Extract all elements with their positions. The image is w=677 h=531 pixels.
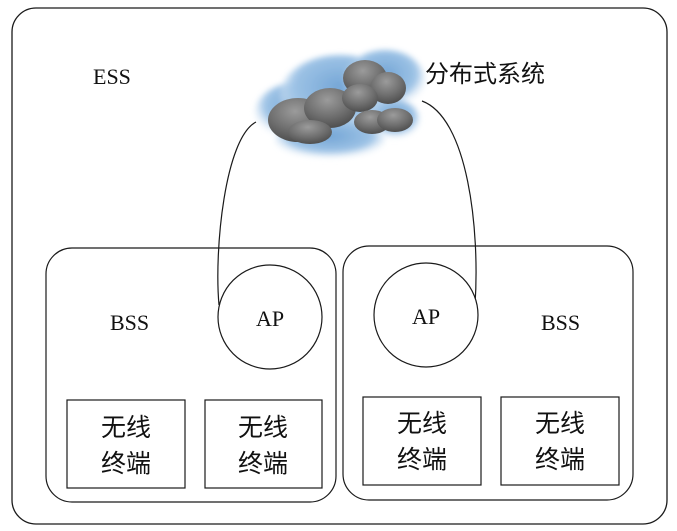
- bss-left-label: BSS: [110, 310, 149, 335]
- bss-right-label: BSS: [541, 310, 580, 335]
- bss-left: BSS AP 无线 终端 无线 终端: [45, 247, 337, 503]
- terminal-line2: 终端: [397, 445, 447, 474]
- ess-label: ESS: [93, 64, 131, 89]
- terminal-box: 无线 终端: [362, 396, 482, 486]
- terminal-box: 无线 终端: [66, 399, 186, 489]
- terminal-line1: 无线: [397, 409, 447, 438]
- ess-boundary: [11, 7, 668, 525]
- bss-right-boundary: [342, 245, 634, 501]
- terminal-line1: 无线: [238, 413, 288, 442]
- terminal-line1: 无线: [535, 409, 585, 438]
- terminal-line1: 无线: [101, 413, 151, 442]
- cloud-icon: [255, 50, 425, 160]
- ap-left-circle: [217, 264, 323, 370]
- terminal-line2: 终端: [101, 449, 151, 478]
- terminal-line2: 终端: [535, 445, 585, 474]
- distributed-system-label: 分布式系统: [425, 60, 545, 88]
- ap-right-circle: [373, 262, 479, 368]
- terminal-box: 无线 终端: [500, 396, 620, 486]
- terminal-line2: 终端: [238, 449, 288, 478]
- terminal-box: 无线 终端: [204, 399, 323, 489]
- ap-right-label: AP: [412, 304, 440, 329]
- bss-right: BSS AP 无线 终端 无线 终端: [342, 245, 634, 501]
- bss-left-boundary: [45, 247, 337, 503]
- link-cloud-ap-left: [217, 121, 257, 306]
- link-cloud-ap-right: [421, 100, 477, 306]
- ap-left-label: AP: [256, 306, 284, 331]
